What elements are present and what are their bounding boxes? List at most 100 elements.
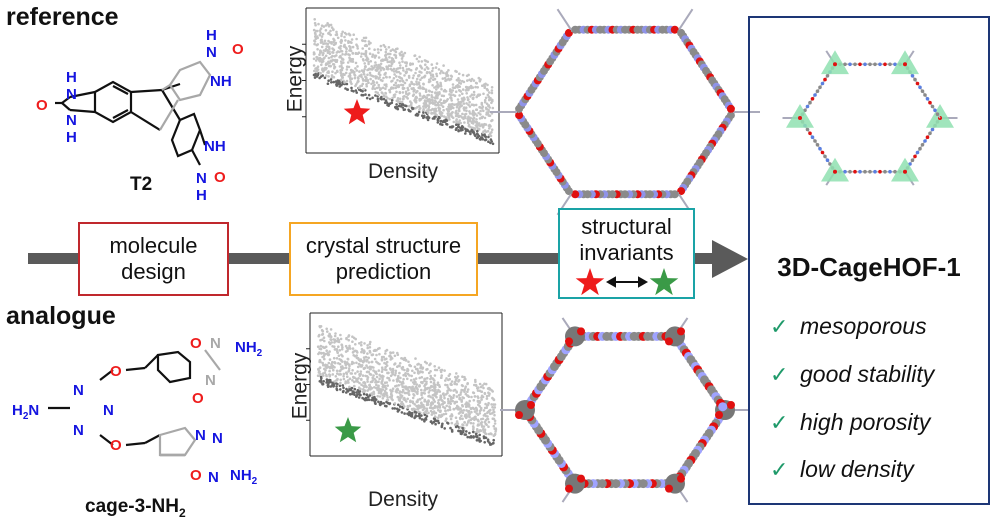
property-label: high porosity — [800, 409, 931, 435]
data-point — [479, 109, 482, 113]
data-point — [398, 91, 402, 95]
atom — [527, 401, 535, 409]
property-item: ✓high porosity — [770, 409, 930, 436]
data-point — [336, 50, 340, 53]
data-point — [458, 72, 461, 76]
result-title: 3D-CageHOF-1 — [777, 252, 961, 282]
data-point — [392, 83, 396, 87]
data-point — [396, 100, 400, 103]
data-point — [399, 83, 403, 87]
data-point — [445, 122, 448, 126]
data-point — [382, 43, 386, 47]
data-point — [398, 100, 402, 103]
data-point — [461, 112, 464, 116]
data-point — [439, 72, 442, 75]
data-point — [348, 33, 352, 37]
data-point — [470, 86, 473, 90]
molecule-name-cage: cage-3-NH2 — [85, 496, 186, 519]
atom — [677, 327, 685, 336]
data-point — [440, 103, 443, 107]
star-equivalence — [575, 268, 678, 296]
data-point — [340, 34, 343, 38]
data-point — [381, 86, 385, 90]
data-point — [401, 91, 405, 94]
data-point — [327, 31, 331, 35]
data-point — [466, 129, 470, 133]
data-point — [450, 99, 454, 102]
t2-molecule-structure: O H N N H H N O NH NH N O H T2 — [36, 27, 244, 204]
reference-heading: reference — [6, 3, 119, 31]
structural-invariants-step: structural invariants — [558, 208, 695, 299]
data-point — [374, 76, 378, 80]
data-point — [340, 32, 344, 36]
atom-n: N — [206, 44, 217, 61]
data-point — [324, 49, 327, 53]
data-point — [355, 91, 359, 94]
data-point — [469, 116, 472, 120]
data-point — [387, 64, 391, 67]
crystal-structure-prediction-step: crystal structure prediction — [289, 222, 478, 296]
atom — [515, 411, 523, 419]
step-label: crystal structure — [305, 233, 462, 258]
data-point — [425, 71, 429, 75]
data-point — [408, 84, 412, 88]
data-point — [372, 84, 375, 88]
data-point — [427, 89, 431, 93]
data-point — [434, 66, 438, 69]
data-point — [339, 44, 343, 48]
data-point — [464, 85, 468, 89]
data-point — [330, 26, 334, 29]
data-point — [483, 116, 487, 120]
data-point — [315, 35, 319, 38]
data-point — [443, 76, 447, 80]
data-point — [354, 51, 358, 55]
property-item: ✓ good stability — [770, 361, 934, 388]
data-point — [313, 18, 317, 21]
data-point — [479, 113, 482, 116]
atom-h: H — [196, 187, 207, 204]
data-point — [428, 102, 432, 105]
cage-3-nh2-molecule-structure: O O O O O N N N H2N N N NH2 N N N NH2 ca… — [12, 335, 263, 519]
data-point — [312, 64, 316, 67]
data-point — [341, 30, 345, 34]
data-point — [483, 134, 487, 138]
data-point — [360, 73, 363, 77]
data-point — [439, 84, 443, 88]
atom-n: N — [205, 372, 216, 389]
property-item: ✓low density — [770, 456, 914, 483]
data-point — [390, 101, 394, 105]
data-point — [320, 63, 323, 67]
data-point — [434, 110, 438, 113]
analogue-hexagonal-framework — [500, 317, 750, 503]
data-point — [477, 111, 480, 115]
data-point — [463, 121, 466, 124]
property-label: good stability — [800, 361, 935, 387]
data-point — [358, 70, 361, 73]
data-point — [330, 74, 334, 77]
data-point — [400, 50, 403, 54]
data-point — [338, 85, 342, 88]
data-point — [487, 104, 490, 108]
data-point — [401, 106, 405, 109]
data-point — [389, 49, 393, 52]
data-point — [313, 21, 317, 25]
data-point — [401, 66, 405, 70]
data-point — [312, 51, 316, 54]
data-point — [385, 95, 388, 98]
step-label: structural — [581, 214, 672, 239]
data-point — [384, 71, 387, 75]
data-point — [324, 54, 328, 58]
data-point — [384, 53, 388, 56]
data-point — [321, 32, 325, 36]
data-point — [312, 57, 316, 61]
check-icon: ✓ — [770, 361, 789, 387]
data-point — [349, 40, 352, 44]
data-point — [465, 109, 468, 112]
data-point — [394, 56, 398, 59]
data-point — [354, 61, 358, 65]
data-point — [441, 120, 445, 124]
data-point — [365, 84, 369, 88]
data-point — [380, 95, 383, 99]
data-point — [365, 83, 368, 86]
data-point — [476, 124, 480, 127]
